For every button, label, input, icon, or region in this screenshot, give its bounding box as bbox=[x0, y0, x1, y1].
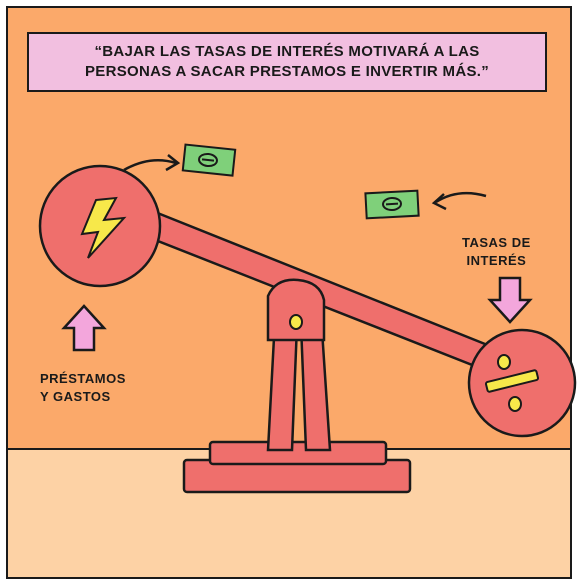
rates-label: TASAS DE INTERÉS bbox=[462, 234, 531, 270]
rates-label-line-1: TASAS DE bbox=[462, 235, 531, 250]
rates-label-line-2: INTERÉS bbox=[466, 253, 527, 268]
loans-label-line-1: PRÉSTAMOS bbox=[40, 371, 126, 386]
quote-box: “BAJAR LAS TASAS DE INTERÉS MOTIVARÁ A L… bbox=[27, 32, 547, 92]
seesaw-base-top bbox=[208, 440, 388, 466]
money-bill-icon bbox=[364, 189, 420, 220]
seesaw-pivot bbox=[266, 278, 326, 342]
lightning-icon bbox=[80, 196, 127, 259]
pivot-bolt bbox=[289, 314, 303, 330]
money-bill-icon bbox=[181, 143, 237, 177]
loans-label: PRÉSTAMOS Y GASTOS bbox=[40, 370, 126, 406]
motion-arrow-right bbox=[435, 191, 487, 204]
loans-label-line-2: Y GASTOS bbox=[40, 389, 111, 404]
motion-arrow-left bbox=[123, 158, 177, 172]
percent-icon bbox=[484, 354, 540, 412]
arrow-down-icon bbox=[487, 276, 533, 324]
quote-line-1: “BAJAR LAS TASAS DE INTERÉS MOTIVARÁ A L… bbox=[94, 43, 480, 60]
quote-line-2: PERSONAS A SACAR PRESTAMOS E INVERTIR MÁ… bbox=[84, 63, 490, 80]
arrow-up-icon bbox=[61, 304, 107, 352]
